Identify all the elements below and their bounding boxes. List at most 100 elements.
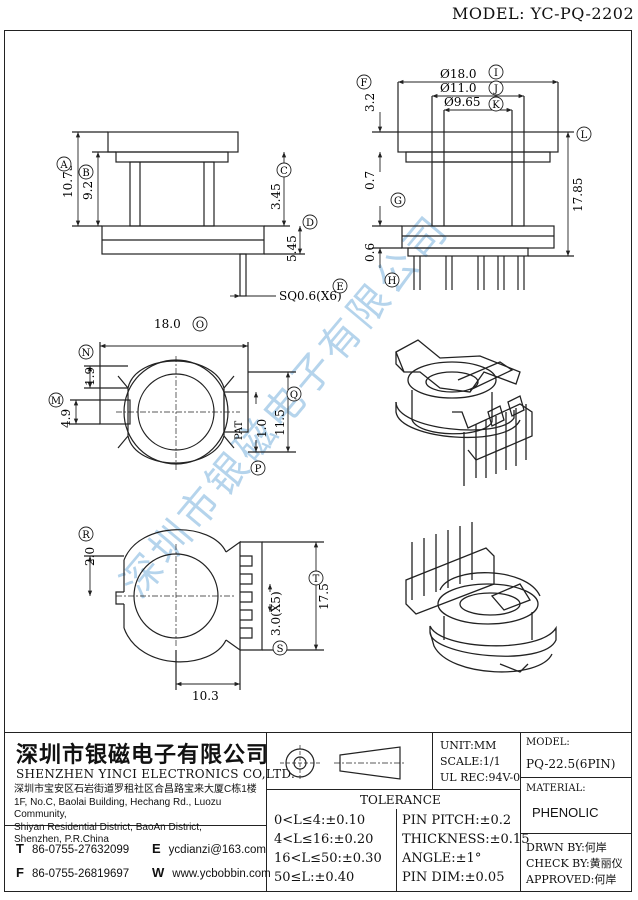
marker-O: O: [192, 316, 208, 332]
dim-L: 17.85: [571, 178, 585, 212]
svg-text:M: M: [51, 396, 61, 407]
svg-text:B: B: [82, 168, 89, 179]
material-value: PHENOLIC: [532, 805, 599, 820]
approved-by: APPROVED:何岸: [526, 873, 617, 886]
tolerance-left-4: 50≤L:±0.40: [274, 870, 355, 885]
marker-L: L: [576, 126, 592, 142]
svg-text:S: S: [277, 644, 284, 655]
marker-P: P: [250, 460, 266, 476]
dim-R: 2.0: [83, 547, 97, 566]
svg-text:R: R: [82, 530, 90, 541]
tolerance-left-2: 4<L≤16:±0.20: [274, 832, 374, 847]
svg-text:C: C: [280, 166, 288, 177]
unit: UNIT:MM: [440, 739, 497, 752]
dim-D: 5.45: [285, 235, 299, 262]
tolerance-left-3: 16<L≤50:±0.30: [274, 851, 382, 866]
dim-N: 1.9: [83, 367, 97, 386]
title-block: 深圳市银磁电子有限公司 SHENZHEN YINCI ELECTRONICS C…: [4, 732, 632, 892]
dim-I: Ø18.0: [440, 67, 477, 81]
dim-F: 3.2: [363, 93, 377, 112]
tolerance-right-2: THICKNESS:±0.15: [402, 832, 530, 847]
material-label: MATERIAL:: [526, 783, 586, 794]
dim-O: 18.0: [154, 317, 181, 331]
dim-Q: 11.5: [273, 409, 287, 436]
isometric-view-bottom: [405, 522, 557, 673]
marker-S: S: [272, 640, 288, 656]
drawing-frame: [4, 30, 632, 892]
marker-J: J: [488, 80, 504, 96]
ul-rec: UL REC:94V-0: [440, 771, 521, 784]
marker-C: C: [276, 162, 292, 178]
dim-A: 10.75: [61, 164, 75, 198]
model-header: MODEL: YC-PQ-2202: [452, 4, 635, 23]
svg-text:I: I: [494, 68, 498, 79]
model-value: PQ-22.5(6PIN): [526, 757, 616, 771]
svg-text:P: P: [255, 464, 262, 475]
dim-S: 3.0(X5): [269, 591, 283, 636]
svg-text:D: D: [306, 218, 314, 229]
bottom-view: [84, 529, 324, 690]
marker-G: G: [390, 192, 406, 208]
drawn-by: DRWN BY:何岸: [526, 841, 607, 854]
address-line-4: Shenzhen, P.R.China: [14, 834, 109, 845]
dim-H: 0.6: [363, 243, 377, 262]
svg-text:A: A: [59, 160, 68, 171]
dim-K: Ø9.65: [444, 95, 481, 109]
address-line-1: 深圳市宝安区石岩街道罗租社区合昌路宝来大厦C栋1楼: [14, 784, 257, 795]
dim-E: SQ0.6(X6): [279, 289, 342, 303]
dim-T: 17.5: [317, 583, 331, 610]
marker-N: N: [78, 344, 94, 360]
projection-symbol-icon: [280, 745, 406, 781]
scale: SCALE:1/1: [440, 755, 501, 768]
address-line-2: 1F, No.C, Baolai Building, Hechang Rd., …: [14, 796, 222, 821]
dim-B: 9.2: [81, 181, 95, 200]
tolerance-right-4: PIN DIM:±0.05: [402, 870, 505, 885]
marker-I: I: [488, 64, 504, 80]
marker-R: R: [78, 526, 94, 542]
marker-Q: Q: [286, 386, 302, 402]
marker-M: M: [48, 392, 64, 408]
svg-text:O: O: [196, 320, 204, 331]
front-view: [372, 82, 574, 290]
svg-text:T: T: [313, 574, 320, 585]
dim-G: 0.7: [363, 171, 377, 190]
svg-text:H: H: [388, 276, 397, 287]
marker-D: D: [302, 214, 318, 230]
marker-E: E: [332, 278, 348, 294]
tolerance-title: TOLERANCE: [360, 793, 441, 807]
svg-text:Q: Q: [290, 390, 298, 401]
marker-K: K: [488, 96, 504, 112]
tolerance-left-1: 0<L≤4:±0.10: [274, 813, 366, 828]
marker-F: F: [356, 74, 372, 90]
dim-width: 10.3: [192, 689, 219, 703]
dim-P: 1.0: [255, 419, 269, 438]
tolerance-right-1: PIN PITCH:±0.2: [402, 813, 512, 828]
side-view: [72, 131, 305, 297]
model-label: MODEL:: [526, 737, 570, 748]
company-name-en: SHENZHEN YINCI ELECTRONICS CO,LTD.: [16, 767, 296, 781]
company-name-cn: 深圳市银磁电子有限公司: [16, 743, 270, 768]
svg-text:K: K: [492, 100, 500, 111]
isometric-view-top: [395, 339, 533, 486]
svg-text:L: L: [581, 130, 588, 141]
address-line-3: Shiyan Residential District, BaoAn Distr…: [14, 821, 202, 833]
svg-text:F: F: [361, 78, 368, 89]
svg-text:E: E: [336, 282, 343, 293]
svg-text:G: G: [394, 196, 402, 207]
dim-M: 4.9: [59, 409, 73, 428]
svg-text:N: N: [82, 348, 91, 359]
check-by: CHECK BY:黄丽仪: [526, 857, 623, 870]
marker-H: H: [384, 272, 400, 288]
tolerance-right-3: ANGLE:±1°: [402, 851, 482, 866]
svg-text:J: J: [493, 84, 498, 95]
watermark: 深圳市银磁电子有限公司: [112, 206, 458, 606]
dim-C: 3.45: [269, 183, 283, 210]
dim-J: Ø11.0: [440, 81, 477, 95]
marker-B: B: [78, 164, 94, 180]
company-address: 深圳市宝安区石岩街道罗租社区合昌路宝来大厦C栋1楼 1F, No.C, Baol…: [14, 784, 264, 847]
